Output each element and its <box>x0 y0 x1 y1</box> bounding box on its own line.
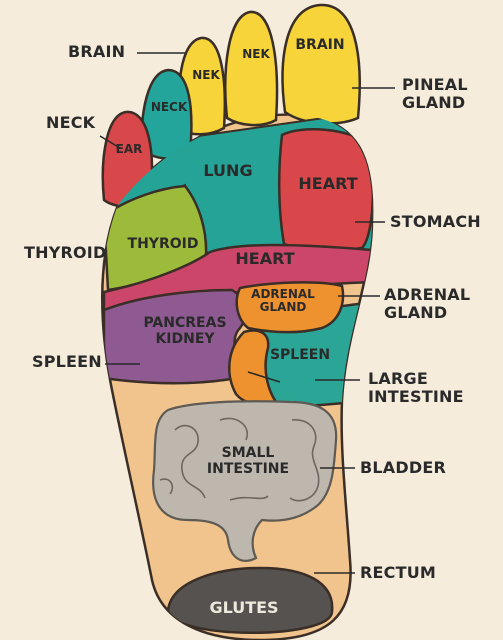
region-label-pancreas-kidney: PANCREAS KIDNEY <box>143 315 227 347</box>
region-label-nek-3: NEK <box>192 68 220 82</box>
big-toe <box>281 3 361 125</box>
callout-lines <box>99 52 395 574</box>
intestine-folds <box>159 417 320 502</box>
callout-bladder: BLADDER <box>360 458 446 477</box>
callout-stomach: STOMACH <box>390 212 481 231</box>
region-label-spleen: SPLEEN <box>269 347 331 363</box>
callout-spleen: SPLEEN <box>32 352 102 371</box>
region-label-glutes: GLUTES <box>209 598 279 617</box>
callout-pineal-gland: PINEAL GLAND <box>402 75 468 112</box>
pancreas-zone <box>102 288 248 385</box>
callout-rectum: RECTUM <box>360 563 437 582</box>
callout-adrenal-gland: ADRENAL GLAND <box>384 285 471 322</box>
region-label-adrenal: ADRENAL GLAND <box>251 287 315 315</box>
adrenal-zone <box>235 281 345 334</box>
region-label-thyroid: THYROID <box>127 236 199 252</box>
region-label-heart-upper: HEART <box>298 174 358 193</box>
glutes-zone <box>166 566 334 634</box>
small-intestine-illustration <box>152 400 338 562</box>
region-label-ear: EAR <box>115 142 143 156</box>
region-label-neck: NECK <box>150 100 188 114</box>
region-label-lung: LUNG <box>203 161 253 180</box>
region-label-brain: BRAIN <box>295 37 345 53</box>
callout-brain: BRAIN <box>68 42 126 61</box>
region-label-nek-2: NEK <box>242 47 270 61</box>
toe-two <box>224 10 279 127</box>
callout-neck: NECK <box>46 113 96 132</box>
callout-large-intestine: LARGE INTESTINE <box>368 369 464 406</box>
callout-thyroid: THYROID <box>24 243 107 262</box>
region-label-small-intestine: SMALL INTESTINE <box>206 445 290 477</box>
region-label-heart-band: HEART <box>235 249 295 268</box>
